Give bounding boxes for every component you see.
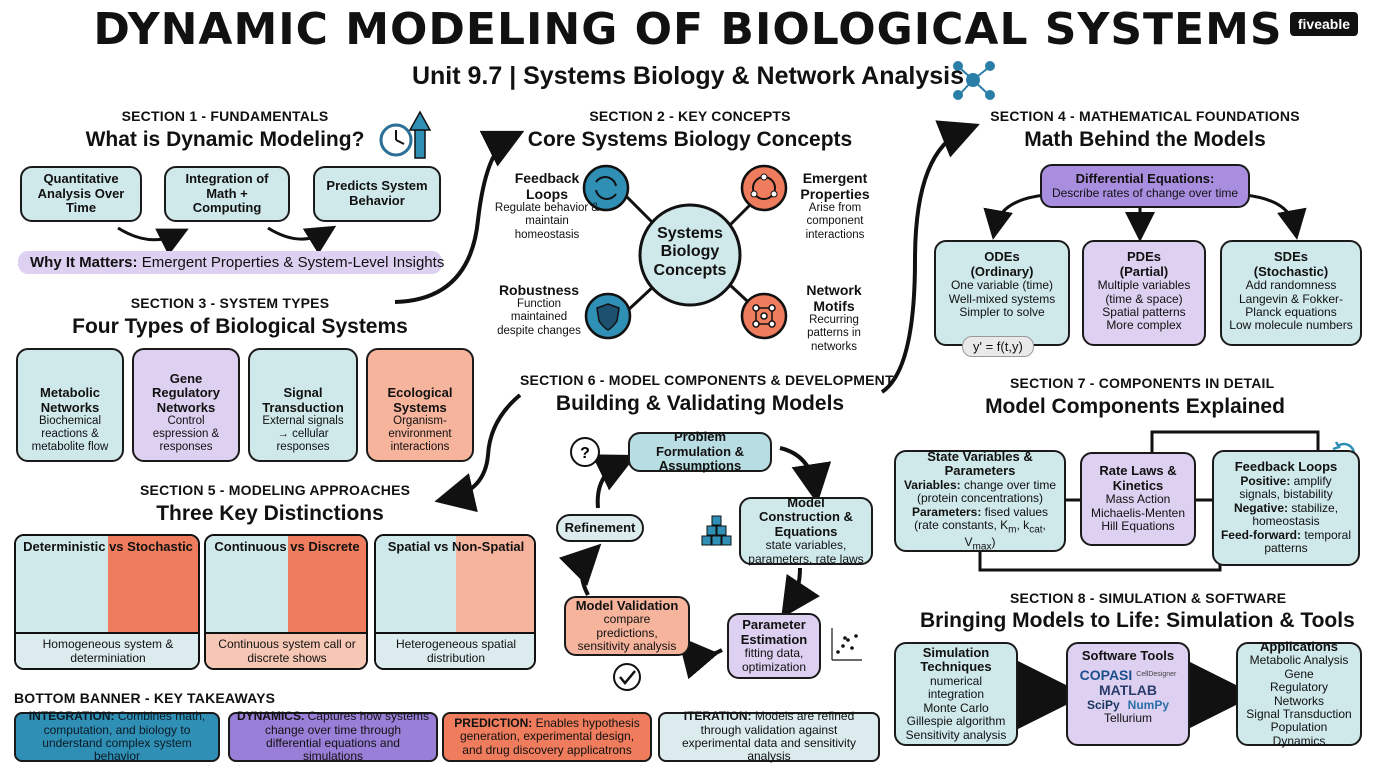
step-problem-formulation: Problem Formulation & Assumptions (628, 429, 772, 473)
arrow-cycle-2 (781, 567, 820, 619)
arrow-de-sde (1244, 193, 1307, 240)
svg-text:?: ? (580, 445, 590, 462)
pde-box: PDEs (Partial) Multiple variables (time … (1082, 240, 1206, 346)
checkmark-icon (613, 663, 641, 691)
ode-box: ODEs (Ordinary) One variable (time) Well… (934, 240, 1070, 346)
scipy-logo: SciPy (1086, 697, 1120, 712)
step-parameter-estimation: Parameter Estimation fitting data, optim… (727, 613, 821, 679)
step-model-construction: Model Construction & Equations state var… (739, 495, 873, 566)
rate-laws-box: Rate Laws & Kinetics Mass Action Michael… (1080, 452, 1196, 546)
bracket-s7-bottom (978, 550, 1222, 572)
section7-title: Model Components Explained (985, 395, 1285, 418)
state-variables-box: State Variables & Parameters Variables: … (894, 449, 1066, 552)
simulation-techniques-box: Simulation Techniques numerical integrat… (894, 642, 1018, 746)
software-tools-box: Software Tools COPASI CellDesigner MATLA… (1066, 642, 1190, 746)
section6-title: Building & Validating Models (555, 392, 845, 415)
subtitle: Unit 9.7 | Systems Biology & Network Ana… (411, 62, 965, 90)
concept-robustness: Robustness Function maintained despite c… (497, 282, 581, 337)
section6-label: SECTION 6 - MODEL COMPONENTS & DEVELOPME… (520, 372, 894, 388)
banner-label: BOTTOM BANNER - KEY TAKEAWAYS (14, 690, 276, 706)
takeaway-iteration: ITERATION: Models are refined through va… (658, 709, 880, 763)
arrow-cycle-1 (779, 446, 832, 504)
takeaway-dynamics: DYNAMICS. Captures how systems change ov… (228, 709, 438, 763)
section7-label: SECTION 7 - COMPONENTS IN DETAIL (1010, 375, 1275, 391)
section2-title: Core Systems Biology Concepts (527, 128, 853, 151)
shield-icon (584, 292, 632, 340)
section4-label: SECTION 4 - MATHEMATICAL FOUNDATIONS (990, 108, 1300, 124)
section8-title: Bringing Models to Life: Simulation & To… (920, 609, 1355, 632)
arrow-cycle-3 (677, 635, 723, 680)
type-signal-transduction: Signal Transduction External signals → c… (248, 348, 358, 462)
step-refinement: Refinement (556, 514, 644, 542)
celldesigner-logo: CellDesigner (1136, 671, 1177, 679)
bracket-s7-top (1150, 430, 1320, 452)
applications-box: Applications Metabolic Analysis Gene Reg… (1236, 639, 1362, 748)
differential-equations-box: Differential Equations: Describe rates o… (1040, 164, 1250, 208)
up-arrow-icon (408, 110, 432, 159)
section5-title: Three Key Distinctions (156, 502, 384, 525)
blocks-icon (701, 515, 732, 546)
panel-continuous-discrete: Continuous vs Discrete Continuous system… (204, 534, 368, 670)
copasi-logo: COPASI (1079, 666, 1133, 683)
section1-title: What is Dynamic Modeling? (85, 128, 365, 151)
main-title: DYNAMIC MODELING OF BIOLOGICAL SYSTEMS (93, 4, 1283, 55)
panel-deterministic-stochastic: Deterministic vs Stochastic Homogeneous … (14, 534, 200, 670)
takeaway-prediction: PREDICTION: Enables hypothesis generatio… (442, 712, 652, 762)
question-icon: ? (570, 437, 600, 467)
ode-formula: y' = f(t,y) (962, 336, 1034, 357)
concept-emergent-properties: Emergent Properties Arise from component… (800, 170, 870, 241)
arrow-cycle-4 (558, 543, 602, 596)
arrow-s1-1 (117, 226, 189, 256)
scatter-icon (831, 628, 862, 661)
concept-feedback-loops: Feedback Loops Regulate behavior & maint… (494, 170, 600, 241)
section3-title: Four Types of Biological Systems (72, 315, 408, 338)
type-ecological: Ecological Systems Organism-environment … (366, 348, 474, 462)
section4-title: Math Behind the Models (1024, 128, 1266, 151)
tellurium-label: Tellurium (1103, 711, 1152, 726)
arrow-de-ode (983, 193, 1046, 240)
section3-label: SECTION 3 - SYSTEM TYPES (130, 295, 330, 311)
center-label: Systems Biology Concepts (653, 225, 727, 279)
fiveable-logo[interactable]: fiveable (1289, 12, 1358, 36)
section5-label: SECTION 5 - MODELING APPROACHES (140, 482, 411, 498)
concept-network-motifs: Network Motifs Recurring patterns in net… (806, 282, 862, 353)
section2-label: SECTION 2 - KEY CONCEPTS (589, 108, 791, 124)
s1-box-predicts: Predicts System Behavior (313, 166, 441, 222)
type-metabolic: Metabolic Networks Biochemical reactions… (16, 348, 124, 462)
arrow-s1-2 (267, 225, 337, 255)
panel-spatial-nonspatial: Spatial vs Non-Spatial Heterogeneous spa… (374, 534, 536, 670)
s1-box-quantitative: Quantitative Analysis Over Time (20, 166, 142, 222)
arrow-cycle-5 (591, 454, 637, 509)
why-it-matters: Why It Matters: Emergent Properties & Sy… (18, 251, 444, 274)
takeaway-integration: INTEGRATION: Combines math, computation,… (14, 709, 220, 763)
feedback-loops-box: Feedback Loops Positive: amplify signals… (1212, 450, 1360, 566)
numpy-logo: NumPy (1127, 697, 1170, 712)
matlab-logo: MATLAB (1098, 682, 1158, 699)
network-motifs-icon (740, 292, 788, 340)
emergent-properties-icon (740, 164, 788, 212)
sde-box: SDEs (Stochastic) Add randomness Langevi… (1220, 240, 1362, 346)
section8-label: SECTION 8 - SIMULATION & SOFTWARE (1010, 590, 1287, 606)
section1-label: SECTION 1 - FUNDAMENTALS (121, 108, 329, 124)
type-gene-regulatory: Gene Regulatory Networks Control espress… (132, 348, 240, 462)
step-model-validation: Model Validation compare predictions, se… (564, 596, 690, 656)
s1-box-integration: Integration of Math + Computing (164, 166, 290, 222)
